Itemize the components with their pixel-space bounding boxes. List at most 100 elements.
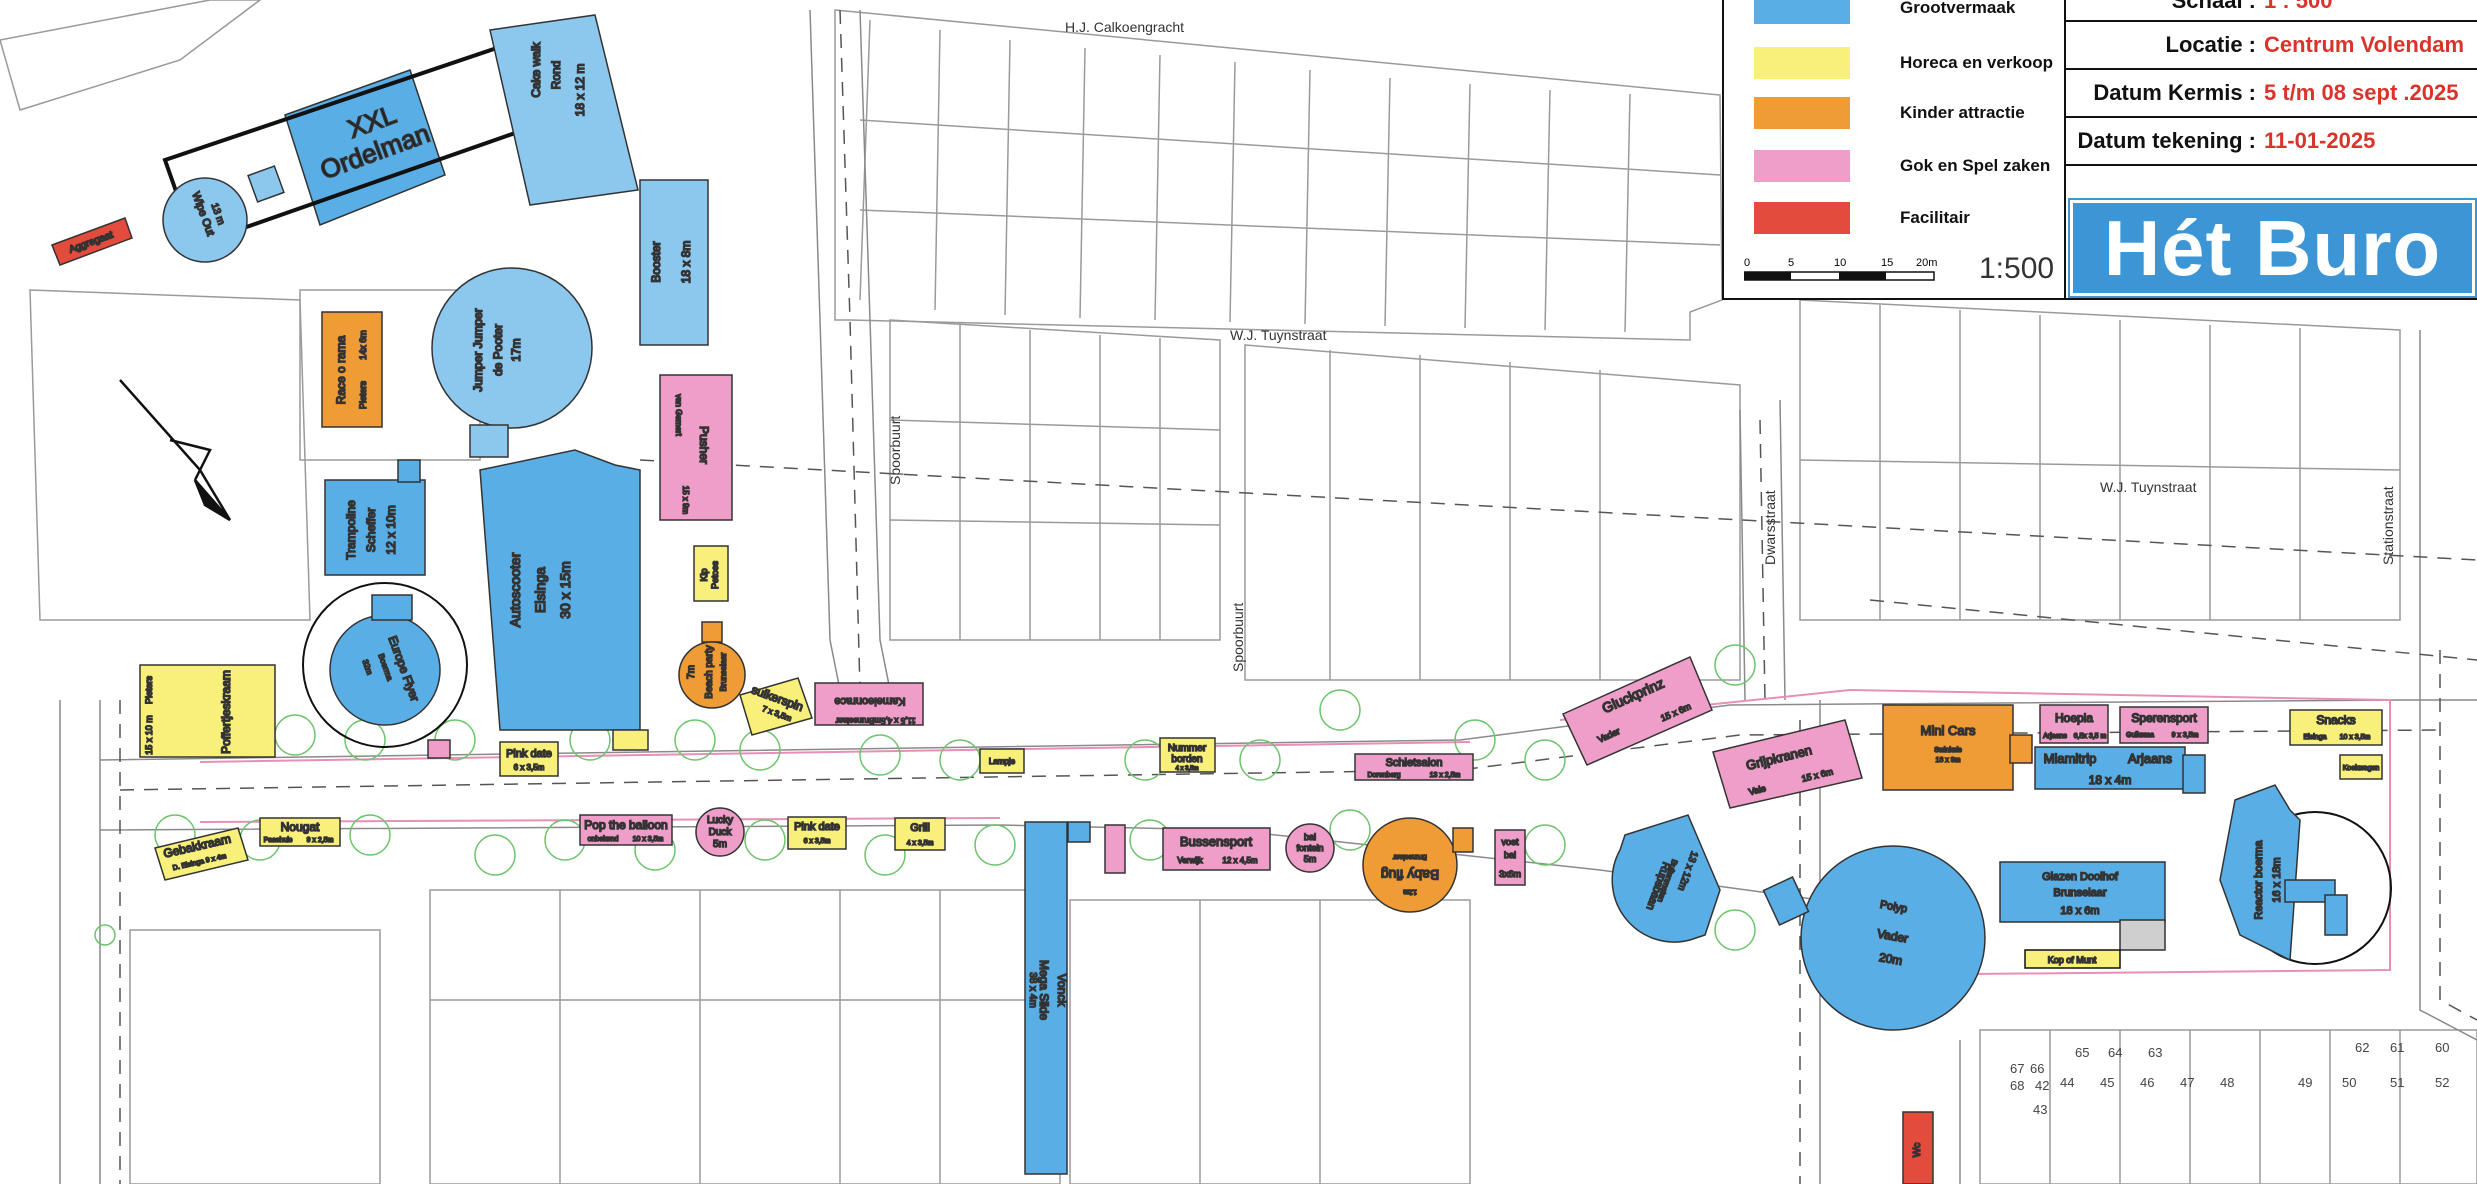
attraction-bal-fontein[interactable]: bal fontein 5m (1285, 823, 1335, 873)
small-stand[interactable] (427, 739, 451, 759)
svg-text:68: 68 (2010, 1078, 2024, 1093)
stand-pink-date-top[interactable]: Pink date 6 x 3,5m (499, 741, 559, 777)
stand-pink-date-bottom[interactable]: Pink date 6 x 3,5m (787, 816, 847, 850)
attraction-jumper-jumper[interactable]: Jumper Jumper de Pooter 17m (431, 267, 593, 458)
attraction-kameleonrace[interactable]: Kameleonrace Brunselaar 11,5 x 4,5m (814, 682, 924, 726)
svg-text:30 x 15m: 30 x 15m (557, 561, 573, 619)
svg-text:42: 42 (2035, 1078, 2049, 1093)
attraction-lucky-duck[interactable]: Lucky Duck 5m (695, 807, 745, 857)
svg-text:3x6m: 3x6m (1499, 869, 1521, 879)
brand-logo: Hét Buro (2068, 198, 2477, 298)
attraction-booster[interactable]: Booster 18 x 8m (639, 179, 709, 346)
tree-icon (859, 734, 901, 776)
attraction-hoepla[interactable]: Hoepla Arjaans 6,5x 3,5 m (2039, 704, 2109, 744)
attraction-cake-walk[interactable]: Cake walk Rond 18 x 12 m (489, 14, 639, 206)
svg-text:4 x 3,5m: 4 x 3,5m (1175, 766, 1198, 772)
attraction-glazen-doolhof[interactable]: Glazen Doolhof Brunselaar 18 x 6m (1999, 861, 2166, 951)
svg-text:14x 6m: 14x 6m (358, 330, 368, 360)
attraction-polyp[interactable]: Polyp Vader 20m (1762, 845, 1986, 1031)
attraction-baby-flug[interactable]: Baby flug Brunselaar 12m (1362, 817, 1474, 913)
svg-text:51: 51 (2390, 1075, 2404, 1090)
attraction-autoscooter[interactable]: Autoscooter Elsinga 30 x 15m (479, 449, 641, 731)
facility-wc[interactable]: Wc (1902, 1111, 1934, 1184)
attraction-pusher[interactable]: Pusher van Gemert 15 x 9m (659, 374, 733, 521)
legend-swatch (1754, 0, 1850, 24)
kop-of-munt-strip[interactable]: Kop of Munt (2024, 949, 2121, 969)
attraction-mega-slide[interactable]: Mega Slide Vonck 38 x 4m (1024, 821, 1091, 1175)
svg-text:Pink date: Pink date (794, 821, 840, 833)
svg-text:Paashuis: Paashuis (264, 837, 293, 844)
attraction-bussensport[interactable]: Bussensport Verwijk 12 x 4,5m (1162, 827, 1271, 871)
stand-koekwagen[interactable]: Koekwagen (2339, 754, 2383, 780)
svg-text:18 x 8m: 18 x 8m (679, 241, 693, 284)
stand-suikerspin[interactable]: suikerspin 7 x 3,5m (739, 677, 813, 736)
svg-text:Pieters: Pieters (358, 380, 368, 409)
stand-lampje[interactable]: Lampje (979, 748, 1025, 774)
info-datum-kermis: Datum Kermis : 5 t/m 08 sept .2025 (2066, 70, 2477, 118)
attraction-schietsalon[interactable]: Schietsalon Dorenberg 13 x 2,5m (1354, 753, 1474, 781)
stand-grill[interactable]: Grill 4 x 3,5m (894, 817, 946, 851)
svg-text:de Pooter: de Pooter (491, 324, 505, 376)
svg-text:38 x 4m: 38 x 4m (1027, 972, 1038, 1008)
svg-text:Verwijk: Verwijk (1177, 856, 1203, 865)
svg-text:Wc: Wc (1912, 1143, 1923, 1157)
tree-icon (94, 924, 116, 946)
svg-text:Trampoline: Trampoline (344, 500, 358, 560)
tree-icon (474, 834, 516, 876)
stand-nougat[interactable]: Nougat Paashuis 9 x 2,5m (259, 817, 341, 847)
attraction-xxl-ordelman[interactable]: XXL Ordelman (162, 22, 598, 248)
svg-text:Petoes: Petoes (710, 560, 720, 589)
svg-text:Pusher: Pusher (697, 426, 711, 464)
svg-text:Scheffer: Scheffer (364, 508, 378, 552)
attraction-trampoline[interactable]: Trampoline Scheffer 12 x 10m (324, 459, 426, 576)
attraction-race-o-rama[interactable]: Race o rama 14x 6m Pieters (321, 311, 383, 428)
svg-text:12m: 12m (1403, 888, 1417, 895)
svg-text:65: 65 (2075, 1045, 2089, 1060)
svg-text:Gulkema: Gulkema (2126, 732, 2154, 739)
svg-text:15: 15 (1881, 257, 1893, 269)
tree-icon (349, 814, 391, 856)
svg-text:9 x 3,5m: 9 x 3,5m (2172, 732, 2199, 739)
attraction-beach-party[interactable]: Beach party Brunselaar 7m (678, 621, 746, 709)
info-schaal: Schaal : 1 : 500 (2066, 0, 2477, 22)
attraction-wipe-out[interactable]: Wipe Out 13 m (162, 165, 285, 263)
svg-text:13 x 2,5m: 13 x 2,5m (1430, 772, 1461, 779)
small-stand[interactable] (612, 729, 649, 751)
svg-text:Swinkels: Swinkels (1934, 747, 1962, 754)
attraction-reactor[interactable]: Reactor boerma 16 x 18m (2219, 784, 2392, 965)
stand-gebakkraam[interactable]: Gebakkraam D. Elsinga 9 x 4m (154, 827, 249, 881)
stand-kip-petoes[interactable]: Kip Petoes (693, 545, 729, 602)
svg-text:Vale: Vale (1748, 783, 1767, 797)
attraction-grijpkranen[interactable]: Grijpkranen Vale 15 x 6m (1712, 719, 1863, 809)
svg-text:Grill: Grill (910, 822, 930, 834)
tree-icon (1239, 739, 1281, 781)
street-stationstraat: Stationstraat (2380, 486, 2396, 565)
svg-text:12 x 4,5m: 12 x 4,5m (1222, 856, 1257, 865)
attraction-rupsbaan[interactable]: Rupsbaan Buitenmaten 13 x 12m (1611, 814, 1721, 943)
svg-text:Mini Cars: Mini Cars (1921, 723, 1976, 738)
attraction-sperensport[interactable]: Sperensport Gulkema 9 x 3,5m (2119, 706, 2209, 744)
tree-icon (744, 819, 786, 861)
attraction-voet-bal[interactable]: voet bal 3x6m (1494, 829, 1526, 886)
svg-text:Vader: Vader (1876, 926, 1909, 945)
svg-text:Arjaans: Arjaans (2043, 733, 2067, 740)
stand-snacks[interactable]: Snacks Elsinga 10 x 3,5m (2289, 709, 2383, 746)
attraction-miamitrip[interactable]: Miamitrip Arjaans 18 x 4m (2034, 746, 2206, 794)
svg-text:Mega Slide: Mega Slide (1037, 960, 1051, 1020)
svg-text:Reactor boerma: Reactor boerma (2253, 840, 2265, 920)
stand-poffertjeskraam[interactable]: Poffertjeskraam Pieters 15 x 10 m (139, 664, 276, 758)
street-calkoengracht: H.J. Calkoengracht (1065, 19, 1184, 35)
svg-text:12 x 10m: 12 x 10m (384, 505, 398, 554)
svg-text:45: 45 (2100, 1075, 2114, 1090)
info-table: Schaal : 1 : 500 Locatie : Centrum Volen… (2064, 0, 2477, 300)
small-stand[interactable] (1104, 824, 1126, 874)
tree-icon (1714, 644, 1756, 686)
attraction-europe-flyer[interactable]: Europe Flyer Boerma 32m (302, 582, 468, 748)
stand-nummer-borden[interactable]: Nummer borden 4 x 3,5m (1159, 737, 1216, 773)
attraction-mini-cars[interactable]: Mini Cars Swinkels 18 x 9m (1882, 704, 2033, 791)
legend-swatch (1754, 202, 1850, 234)
svg-text:bal: bal (1504, 850, 1516, 860)
attraction-pop-the-balloon[interactable]: Pop the balloon onbekend 10 x 3,5m (579, 814, 673, 846)
svg-text:64: 64 (2108, 1045, 2122, 1060)
scale-ratio: 1:500 (1979, 252, 2055, 285)
